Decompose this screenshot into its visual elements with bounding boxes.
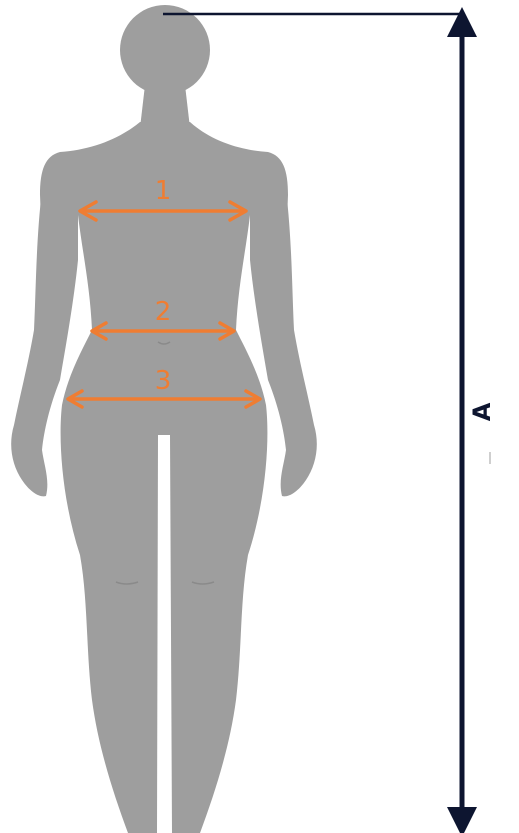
head: [120, 5, 210, 95]
height-label: A: [468, 402, 496, 421]
body-silhouette: [11, 5, 317, 833]
measurement-3-label: 3: [155, 366, 172, 396]
measurement-2-label: 2: [155, 297, 172, 327]
neck: [140, 85, 190, 128]
measurement-1-label: 1: [155, 176, 172, 206]
